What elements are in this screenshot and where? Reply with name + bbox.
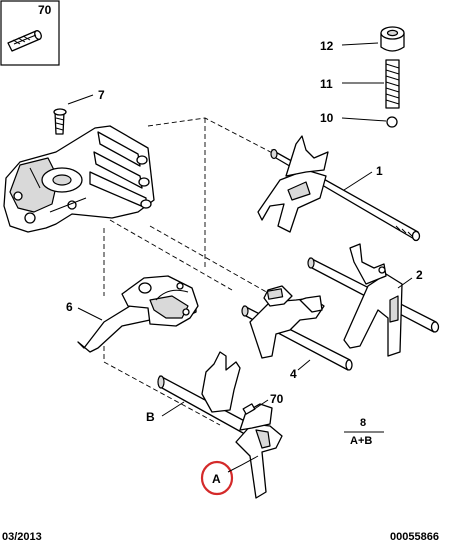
ball-part-10 — [386, 116, 398, 128]
callout-70: 70 — [270, 392, 284, 406]
fork-shaft-part-1 — [257, 135, 421, 242]
callout-2: 2 — [416, 268, 423, 282]
cap-part-12 — [380, 26, 405, 52]
callout-a: A — [212, 472, 221, 486]
callout-6: 6 — [66, 300, 73, 314]
callout-1: 1 — [376, 164, 383, 178]
fork-shaft-part-b — [157, 351, 283, 499]
highlight-circle-a — [200, 460, 234, 496]
reference-label: 8 A+B — [344, 417, 384, 447]
ref-bottom: A+B — [350, 435, 372, 447]
lever-part-6 — [77, 275, 199, 353]
callout-b: B — [146, 410, 155, 424]
callout-11: 11 — [320, 77, 333, 91]
roll-pin-icon — [7, 30, 42, 52]
spring-part-11 — [385, 59, 400, 109]
callout-7: 7 — [98, 88, 105, 102]
fork-shaft-part-2 — [307, 243, 440, 357]
bolt-part-7 — [53, 108, 67, 135]
callout-12: 12 — [320, 39, 334, 53]
fork-shaft-part-4 — [241, 285, 353, 371]
inset-box: 70 — [0, 0, 60, 66]
callout-10: 10 — [320, 111, 334, 125]
callout-4: 4 — [290, 367, 297, 381]
footer-date: 03/2013 — [2, 531, 42, 543]
footer-ref-number: 00055866 — [390, 531, 439, 543]
inset-callout-70: 70 — [38, 3, 52, 17]
ref-top: 8 — [360, 417, 366, 429]
selector-housing — [3, 125, 155, 233]
